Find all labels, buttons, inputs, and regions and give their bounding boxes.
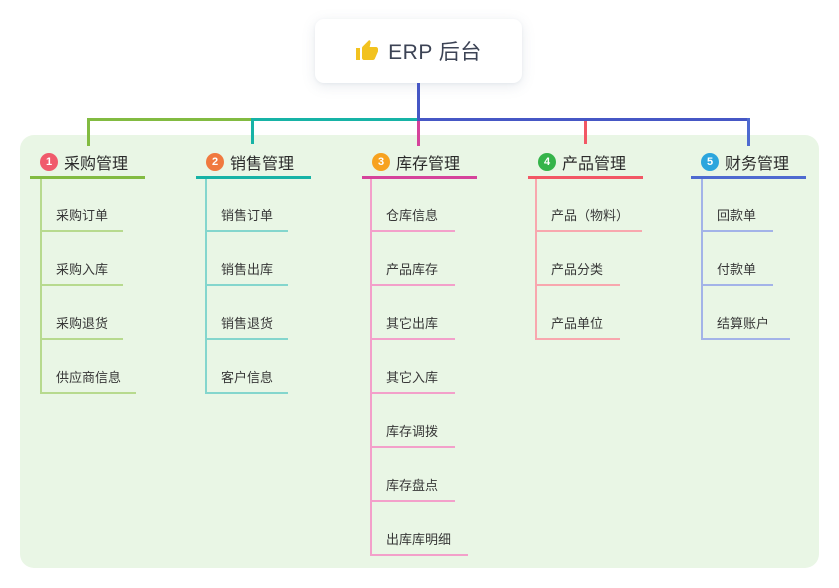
- root-node[interactable]: ERP 后台: [315, 19, 522, 83]
- connector-root-drop: [417, 83, 420, 118]
- connector-drop-sales: [251, 121, 254, 144]
- branch-number-badge: 3: [372, 152, 390, 171]
- connector-children-sales: [205, 179, 207, 394]
- child-node-other-inbound[interactable]: 其它入库: [370, 362, 455, 394]
- branch-node-sales[interactable]: 2 销售管理: [196, 147, 311, 179]
- branch-number-badge: 1: [40, 152, 58, 171]
- child-node-supplier-info[interactable]: 供应商信息: [40, 362, 136, 394]
- child-node-product-stock[interactable]: 产品库存: [370, 254, 455, 286]
- connector-drop-inventory: [417, 121, 420, 146]
- branch-title: 销售管理: [230, 155, 295, 173]
- branch-node-finance[interactable]: 5 财务管理: [691, 147, 806, 179]
- child-node-settlement-account[interactable]: 结算账户: [701, 308, 790, 340]
- root-title: ERP 后台: [388, 41, 482, 64]
- connector-drop-finance: [747, 118, 750, 146]
- child-node-purchase-return[interactable]: 采购退货: [40, 308, 123, 340]
- thumbs-up-icon: [355, 39, 379, 63]
- branch-node-purchase[interactable]: 1 采购管理: [30, 147, 145, 179]
- branch-number-badge: 5: [701, 152, 719, 171]
- child-node-sales-return[interactable]: 销售退货: [205, 308, 288, 340]
- child-node-stock-taking[interactable]: 库存盘点: [370, 470, 455, 502]
- branch-node-product[interactable]: 4 产品管理: [528, 147, 643, 179]
- child-node-stock-transfer[interactable]: 库存调拨: [370, 416, 455, 448]
- child-node-product-category[interactable]: 产品分类: [535, 254, 620, 286]
- branch-node-inventory[interactable]: 3 库存管理: [362, 147, 477, 179]
- connector-drop-purchase: [87, 118, 90, 146]
- connector-children-inventory: [370, 179, 372, 556]
- child-node-receipt-bill[interactable]: 回款单: [701, 200, 773, 232]
- connector-children-finance: [701, 179, 703, 340]
- connector-children-product: [535, 179, 537, 340]
- branch-number-badge: 4: [538, 152, 556, 171]
- child-node-outbound-detail[interactable]: 出库库明细: [370, 524, 468, 556]
- child-node-sales-order[interactable]: 销售订单: [205, 200, 288, 232]
- branch-title: 产品管理: [562, 155, 627, 173]
- connector-bus-purchase: [87, 118, 253, 121]
- child-node-sales-outbound[interactable]: 销售出库: [205, 254, 288, 286]
- child-node-warehouse-info[interactable]: 仓库信息: [370, 200, 455, 232]
- connector-bus-sales: [251, 118, 419, 121]
- child-node-product-unit[interactable]: 产品单位: [535, 308, 620, 340]
- branch-title: 库存管理: [396, 155, 461, 173]
- connector-drop-product: [584, 121, 587, 144]
- child-node-other-outbound[interactable]: 其它出库: [370, 308, 455, 340]
- child-node-customer-info[interactable]: 客户信息: [205, 362, 288, 394]
- background-panel: [20, 135, 819, 568]
- branch-title: 财务管理: [725, 155, 790, 173]
- branch-number-badge: 2: [206, 152, 224, 171]
- connector-children-purchase: [40, 179, 42, 394]
- child-node-purchase-order[interactable]: 采购订单: [40, 200, 123, 232]
- branch-title: 采购管理: [64, 155, 129, 173]
- child-node-payment-bill[interactable]: 付款单: [701, 254, 773, 286]
- child-node-product-material[interactable]: 产品（物料）: [535, 200, 642, 232]
- connector-bus-right: [417, 118, 750, 121]
- child-node-purchase-inbound[interactable]: 采购入库: [40, 254, 123, 286]
